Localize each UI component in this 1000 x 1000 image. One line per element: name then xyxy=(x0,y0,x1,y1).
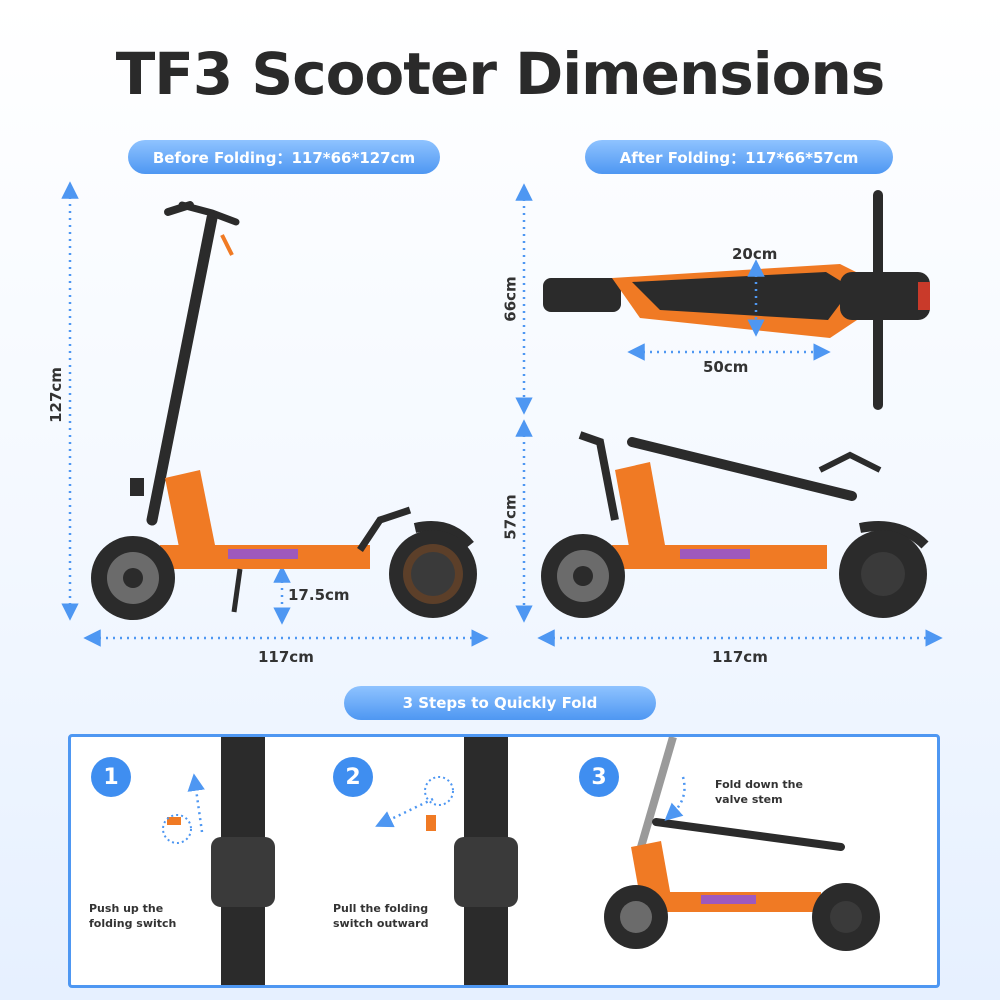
step-1-text: Push up the folding switch xyxy=(89,902,177,930)
folded-width-label: 66cm xyxy=(501,276,520,322)
before-folding-badge: Before Folding：117*66*127cm xyxy=(128,140,440,174)
step-2-text: Pull the folding switch outward xyxy=(333,902,429,930)
deck-width-label: 20cm xyxy=(732,245,778,263)
step-3-number: 3 xyxy=(579,757,619,797)
length-label: 117cm xyxy=(258,648,314,666)
step-1-number: 1 xyxy=(91,757,131,797)
steps-illustration xyxy=(162,737,880,985)
scooter-folded-side xyxy=(541,431,929,618)
page-title: TF3 Scooter Dimensions xyxy=(115,40,886,108)
steps-header: 3 Steps to Quickly Fold xyxy=(344,686,656,720)
scooter-top-view xyxy=(543,190,930,410)
step-2-number: 2 xyxy=(333,757,373,797)
folded-length-label: 117cm xyxy=(712,648,768,666)
folded-height-label: 57cm xyxy=(501,494,520,540)
after-folding-badge: After Folding：117*66*57cm xyxy=(585,140,893,174)
step-3-text: Fold down the valve stem xyxy=(715,778,803,806)
clearance-label: 17.5cm xyxy=(288,586,350,604)
folding-steps-panel: 1 Push up the folding switch 2 Pull the … xyxy=(68,734,940,988)
deck-length-label: 50cm xyxy=(703,358,749,376)
height-label: 127cm xyxy=(46,367,65,423)
scooter-unfolded xyxy=(91,201,477,620)
